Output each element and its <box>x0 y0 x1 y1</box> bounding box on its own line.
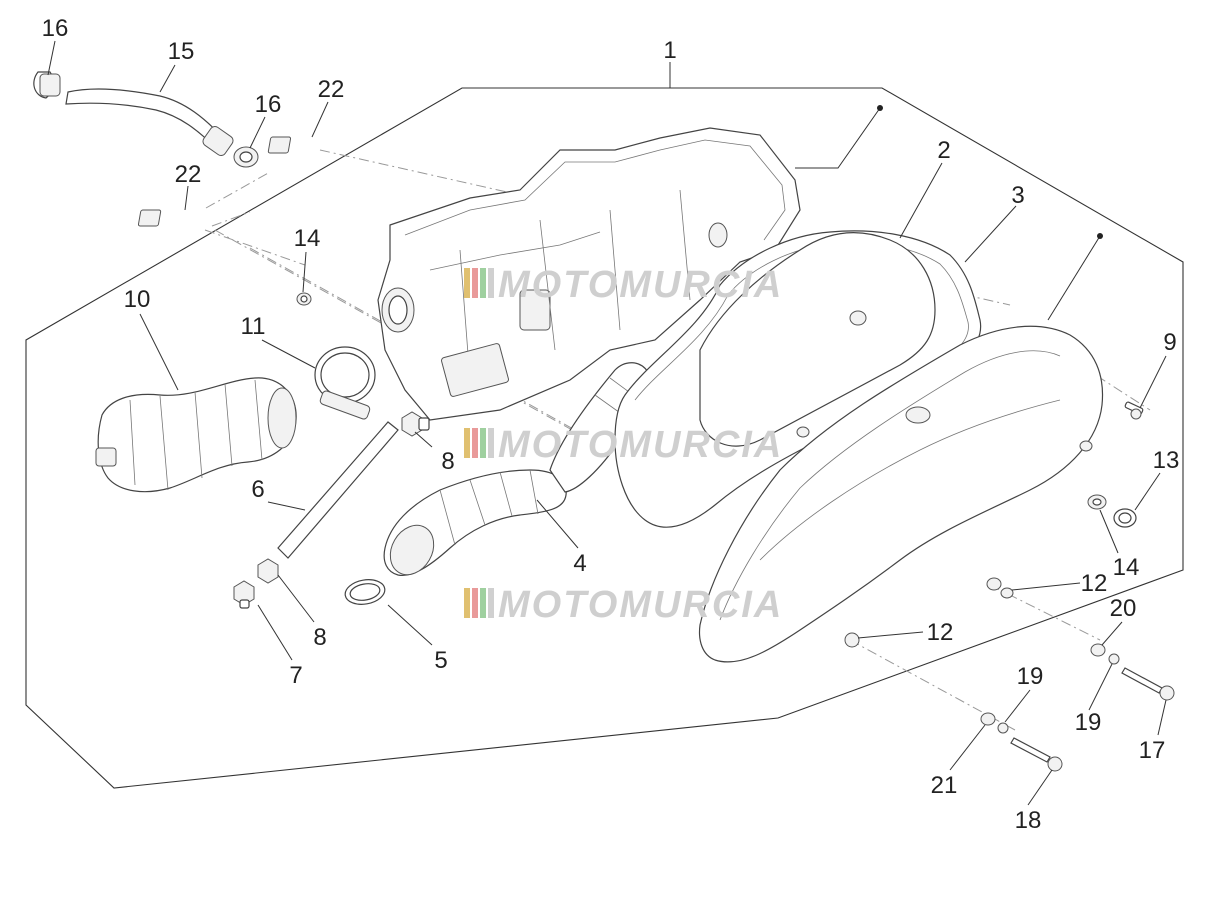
callout-7: 7 <box>289 662 302 689</box>
watermark-text: MOTOMURCIA <box>498 424 783 466</box>
callout-labels: 1 2 3 4 5 6 7 8 8 9 10 11 12 12 13 14 14… <box>42 15 1180 834</box>
callout-14-right: 14 <box>1113 554 1140 581</box>
callout-8-lower: 8 <box>313 624 326 651</box>
leader-dot <box>877 105 883 111</box>
watermark-stripe <box>464 428 470 458</box>
callout-21: 21 <box>931 772 958 799</box>
callout-16-right: 16 <box>255 91 282 118</box>
intake-boot-part <box>95 377 297 493</box>
hose-clamp-part <box>233 146 259 168</box>
small-screw-part <box>1124 401 1144 420</box>
callout-1: 1 <box>663 37 676 64</box>
callout-17: 17 <box>1139 737 1166 764</box>
callout-19-upper: 19 <box>1017 663 1044 690</box>
washer-part <box>980 643 1120 734</box>
callout-20: 20 <box>1110 595 1137 622</box>
callout-14-left: 14 <box>294 225 321 252</box>
watermark-stripe <box>480 428 486 458</box>
callout-10: 10 <box>124 286 151 313</box>
grommet-part <box>296 292 312 306</box>
callout-16-left: 16 <box>42 15 69 42</box>
band-clamp-part <box>314 346 376 420</box>
leader-lines <box>47 40 1167 806</box>
watermark-stripe <box>488 588 494 618</box>
callout-22-upper: 22 <box>318 76 345 103</box>
watermark-logo-3: MOTOMURCIA <box>464 584 783 626</box>
watermark-text: MOTOMURCIA <box>498 264 783 306</box>
watermark-stripe <box>480 588 486 618</box>
long-screw-part <box>1010 667 1175 772</box>
watermark-stripe <box>480 268 486 298</box>
watermark-logo-2: MOTOMURCIA <box>464 424 783 466</box>
assembly-group-outline <box>25 87 1184 789</box>
watermark-stripe <box>472 428 478 458</box>
grommet-right-part <box>1087 494 1107 510</box>
drain-tube-part <box>277 421 399 559</box>
callout-12-upper: 12 <box>1081 570 1108 597</box>
callout-11: 11 <box>241 313 266 340</box>
leader-dot <box>1097 233 1103 239</box>
retaining-clip-part <box>1113 508 1137 528</box>
watermark-logo-1: MOTOMURCIA <box>464 264 783 306</box>
watermark-stripe <box>464 268 470 298</box>
air-filter-housing-part <box>377 127 801 421</box>
bushing-part <box>844 577 1014 648</box>
cover-plate-part <box>699 231 936 447</box>
clip-nut-part <box>137 136 292 227</box>
callout-6: 6 <box>251 476 264 503</box>
outer-cover-part <box>698 325 1104 663</box>
breather-hose-part <box>33 71 234 157</box>
callout-13: 13 <box>1153 447 1180 474</box>
nut-part <box>257 411 430 584</box>
watermark-stripe <box>488 428 494 458</box>
callout-2: 2 <box>937 137 950 164</box>
watermark-stripe <box>472 588 478 618</box>
callout-4: 4 <box>573 550 586 577</box>
watermark-stripe <box>472 268 478 298</box>
callout-8-upper: 8 <box>441 448 454 475</box>
watermark-text: MOTOMURCIA <box>498 584 783 626</box>
callout-19-lower: 19 <box>1075 709 1102 736</box>
callout-18: 18 <box>1015 807 1042 834</box>
watermark-stripe <box>488 268 494 298</box>
watermark-stripe <box>464 588 470 618</box>
duct-clamp-part <box>344 579 386 605</box>
callout-22-lower: 22 <box>175 161 202 188</box>
callout-3: 3 <box>1011 182 1024 209</box>
screw-part <box>233 580 255 609</box>
callout-12-lower: 12 <box>927 619 954 646</box>
callout-5: 5 <box>434 647 447 674</box>
callout-9: 9 <box>1163 329 1176 356</box>
callout-15: 15 <box>168 38 195 65</box>
watermark: MOTOMURCIA MOTOMURCIA MOTOMURCIA <box>464 264 783 626</box>
